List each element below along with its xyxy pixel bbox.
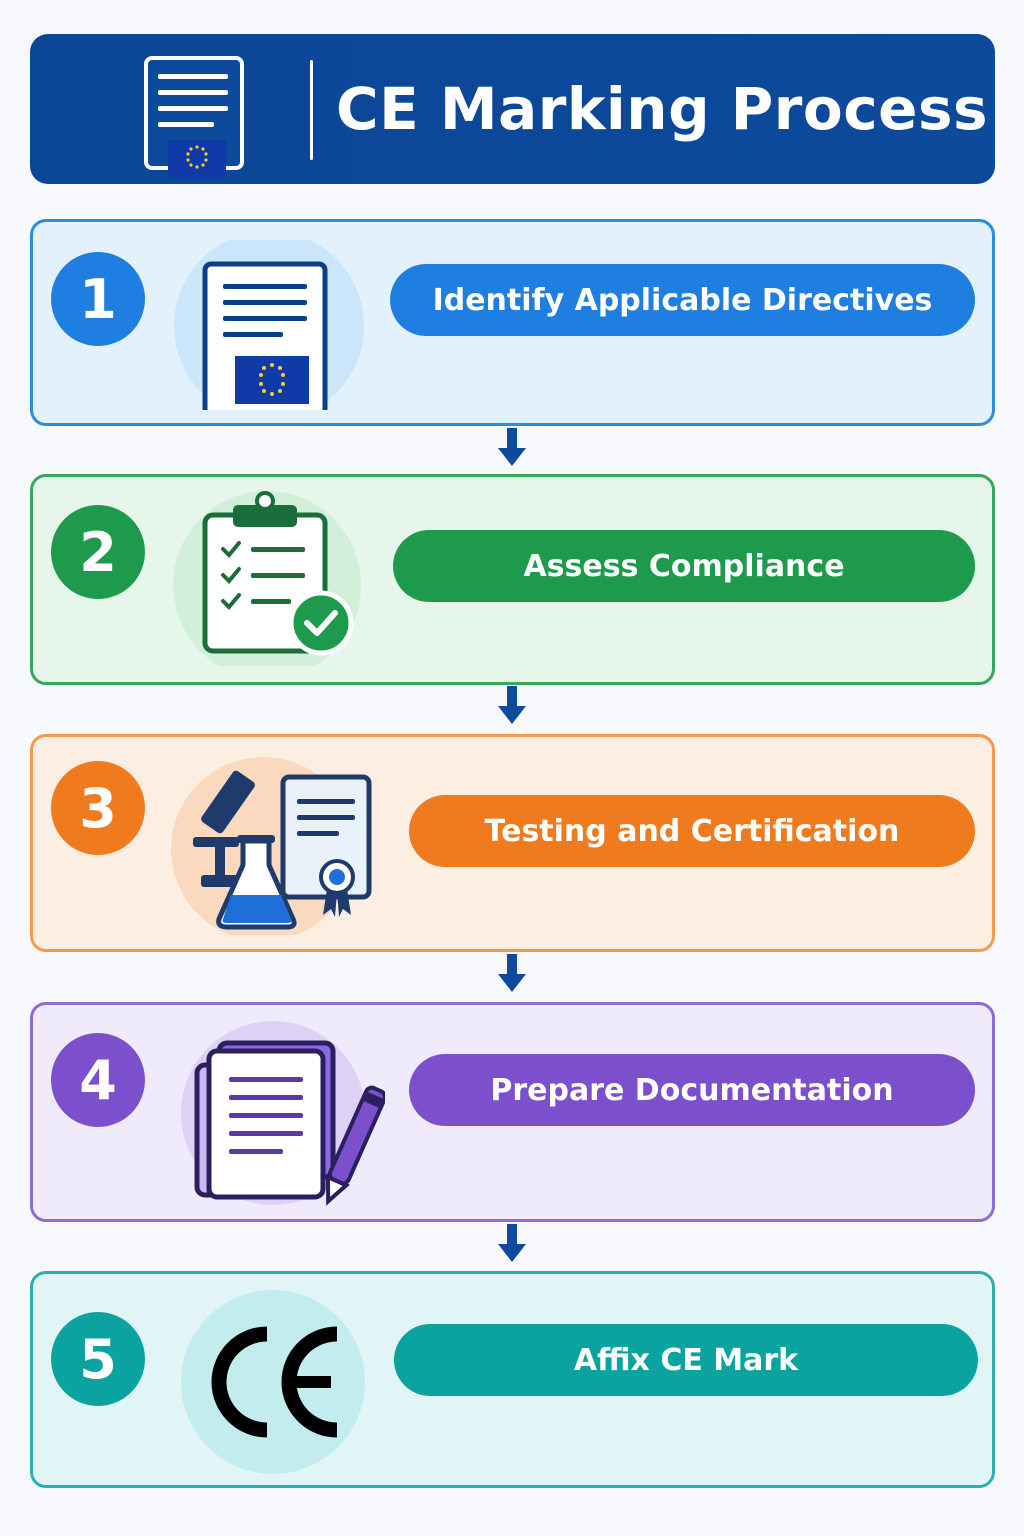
step-2-label: Assess Compliance <box>393 530 975 602</box>
page-title: CE Marking Process <box>336 75 989 143</box>
arrow-down-icon <box>498 954 526 992</box>
step-3-number-badge: 3 <box>51 761 145 855</box>
step-2-number-badge: 2 <box>51 505 145 599</box>
arrow-down-icon <box>498 428 526 466</box>
ce-mark-icon <box>179 1288 369 1474</box>
step-4-card: 4 Prepare Documentation <box>30 1002 995 1222</box>
eu-document-icon <box>171 240 371 410</box>
checklist-clipboard-icon <box>171 491 371 666</box>
step-5-card: 5 Affix CE Mark <box>30 1271 995 1488</box>
header-divider <box>310 60 313 160</box>
arrow-down-icon <box>498 1224 526 1262</box>
arrow-down-icon <box>498 686 526 724</box>
lab-certificate-icon <box>171 755 381 935</box>
step-1-card: 1 Identify Applicable Directives <box>30 219 995 426</box>
documents-pen-icon <box>175 1021 385 1211</box>
header-banner: CE Marking Process <box>30 34 995 184</box>
step-4-label: Prepare Documentation <box>409 1054 975 1126</box>
step-4-number-badge: 4 <box>51 1033 145 1127</box>
step-5-label: Affix CE Mark <box>394 1324 978 1396</box>
step-5-number-badge: 5 <box>51 1312 145 1406</box>
step-1-label: Identify Applicable Directives <box>390 264 975 336</box>
step-3-card: 3 Testing and Certification <box>30 734 995 952</box>
step-3-label: Testing and Certification <box>409 795 975 867</box>
eu-document-icon <box>142 54 276 208</box>
step-2-card: 2 Assess Compliance <box>30 474 995 685</box>
step-1-number-badge: 1 <box>51 252 145 346</box>
